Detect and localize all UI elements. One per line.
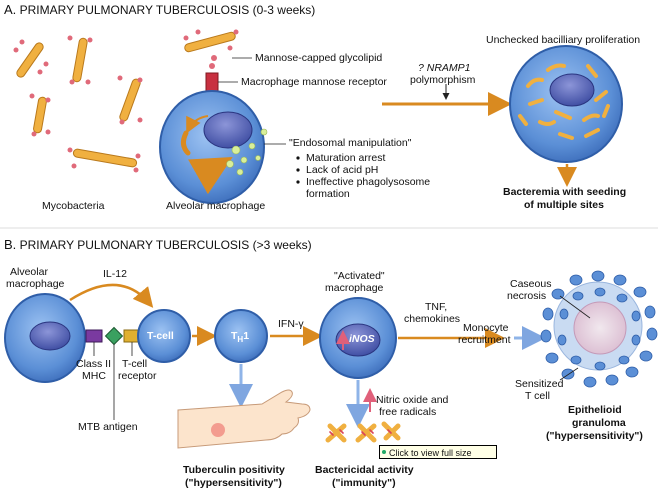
arrow-il12: [69, 283, 154, 308]
mycobacteria-glycolipid-dots: [13, 35, 143, 173]
label-endosomal: "Endosomal manipulation": [289, 137, 412, 149]
infected-macrophage-icon: [509, 45, 623, 163]
th1-1: 1: [243, 330, 250, 342]
th1-h: H: [237, 335, 244, 345]
tcell-icon: [137, 309, 191, 363]
label-bactericidal: Bactericidal activity: [315, 464, 414, 476]
section-b-letter: B.: [4, 237, 17, 252]
label-alveolar-b-2: macrophage: [6, 278, 65, 290]
label-nitric: Nitric oxide and: [376, 394, 449, 406]
label-immunity: ("immunity"): [332, 477, 396, 489]
label-epithelioid: Epithelioid: [568, 404, 622, 416]
label-inos: iNOS: [349, 333, 375, 345]
label-bacteremia-1: Bacteremia with seeding: [503, 186, 627, 198]
label-unchecked: Unchecked bacilliary proliferation: [486, 34, 641, 46]
label-tnf: TNF,: [425, 301, 448, 313]
label-glycolipid: Mannose-capped glycolipid: [255, 52, 383, 64]
label-mycobacteria: Mycobacteria: [42, 200, 105, 212]
label-monocyte: Monocyte: [463, 322, 509, 334]
view-full-size-tooltip[interactable]: Click to view full size: [379, 445, 497, 459]
section-b-title: B. PRIMARY PULMONARY TUBERCULOSIS (>3 we…: [4, 237, 312, 253]
label-chemokines: chemokines: [404, 313, 461, 325]
label-radicals: free radicals: [379, 406, 437, 418]
activated-macrophage-icon: [319, 297, 397, 379]
label-mhc: MHC: [82, 370, 106, 382]
section-a-letter: A.: [4, 2, 17, 17]
label-mtb: MTB antigen: [78, 421, 138, 433]
label-bacteremia-2: of multiple sites: [524, 199, 604, 211]
label-tcell-sensitized: T cell: [525, 390, 550, 402]
label-polymorphism: polymorphism: [410, 74, 476, 86]
dead-bacilli-icon: [325, 421, 401, 443]
label-hypersensitivity-granuloma: ("hypersensitivity"): [546, 430, 643, 442]
class2-mhc-icon: [85, 329, 103, 343]
bullet-phago: Ineffective phagolysosome: [306, 176, 431, 188]
alveolar-macrophage-a-icon: [159, 90, 268, 204]
label-granuloma: granuloma: [572, 417, 626, 429]
section-a-title-text: PRIMARY PULMONARY TUBERCULOSIS (0-3 week…: [19, 3, 316, 17]
bullet-formation: formation: [306, 188, 350, 200]
th1-cell-icon: [214, 309, 268, 363]
label-activated-1: "Activated": [334, 270, 385, 282]
label-alveolar-macrophage: Alveolar macrophage: [166, 200, 266, 212]
label-activated-2: macrophage: [325, 282, 384, 294]
label-th1: TH1: [231, 330, 249, 346]
tooltip-icon: [382, 450, 386, 454]
section-a-title: A. PRIMARY PULMONARY TUBERCULOSIS (0-3 w…: [4, 2, 316, 18]
mtb-antigen-icon: [104, 326, 124, 346]
label-receptor-b: receptor: [118, 370, 157, 382]
label-caseous: Caseous: [510, 278, 552, 290]
bullet-dots: [296, 156, 300, 184]
bullet-maturation: Maturation arrest: [306, 152, 386, 164]
label-hypersensitivity-tuberculin: ("hypersensitivity"): [185, 477, 282, 489]
th1-t: T: [231, 330, 238, 342]
label-tcr: T-cell: [122, 358, 148, 370]
label-class2: Class II: [76, 358, 112, 370]
label-sensitized: Sensitized: [515, 378, 564, 390]
label-il12: IL-12: [103, 268, 127, 280]
bullet-acid: Lack of acid pH: [306, 164, 379, 176]
label-recruitment: recruitment: [458, 334, 511, 346]
alveolar-macrophage-b-icon: [4, 293, 86, 383]
glycolipid-bacillus-icon: [183, 29, 239, 69]
label-receptor: Macrophage mannose receptor: [241, 76, 387, 88]
arm-icon: [177, 389, 311, 449]
mycobacteria-icon: [16, 37, 141, 168]
label-nramp: ? NRAMP1: [418, 62, 471, 74]
label-alveolar-b-1: Alveolar: [10, 266, 48, 278]
label-tuberculin: Tuberculin positivity: [183, 464, 285, 476]
label-necrosis: necrosis: [507, 290, 547, 302]
tooltip-text: Click to view full size: [389, 448, 472, 458]
label-tcell: T-cell: [147, 330, 174, 342]
label-ifn: IFN-γ: [278, 318, 304, 330]
section-b-title-text: PRIMARY PULMONARY TUBERCULOSIS (>3 weeks…: [19, 238, 312, 252]
granuloma-icon: [540, 270, 658, 388]
